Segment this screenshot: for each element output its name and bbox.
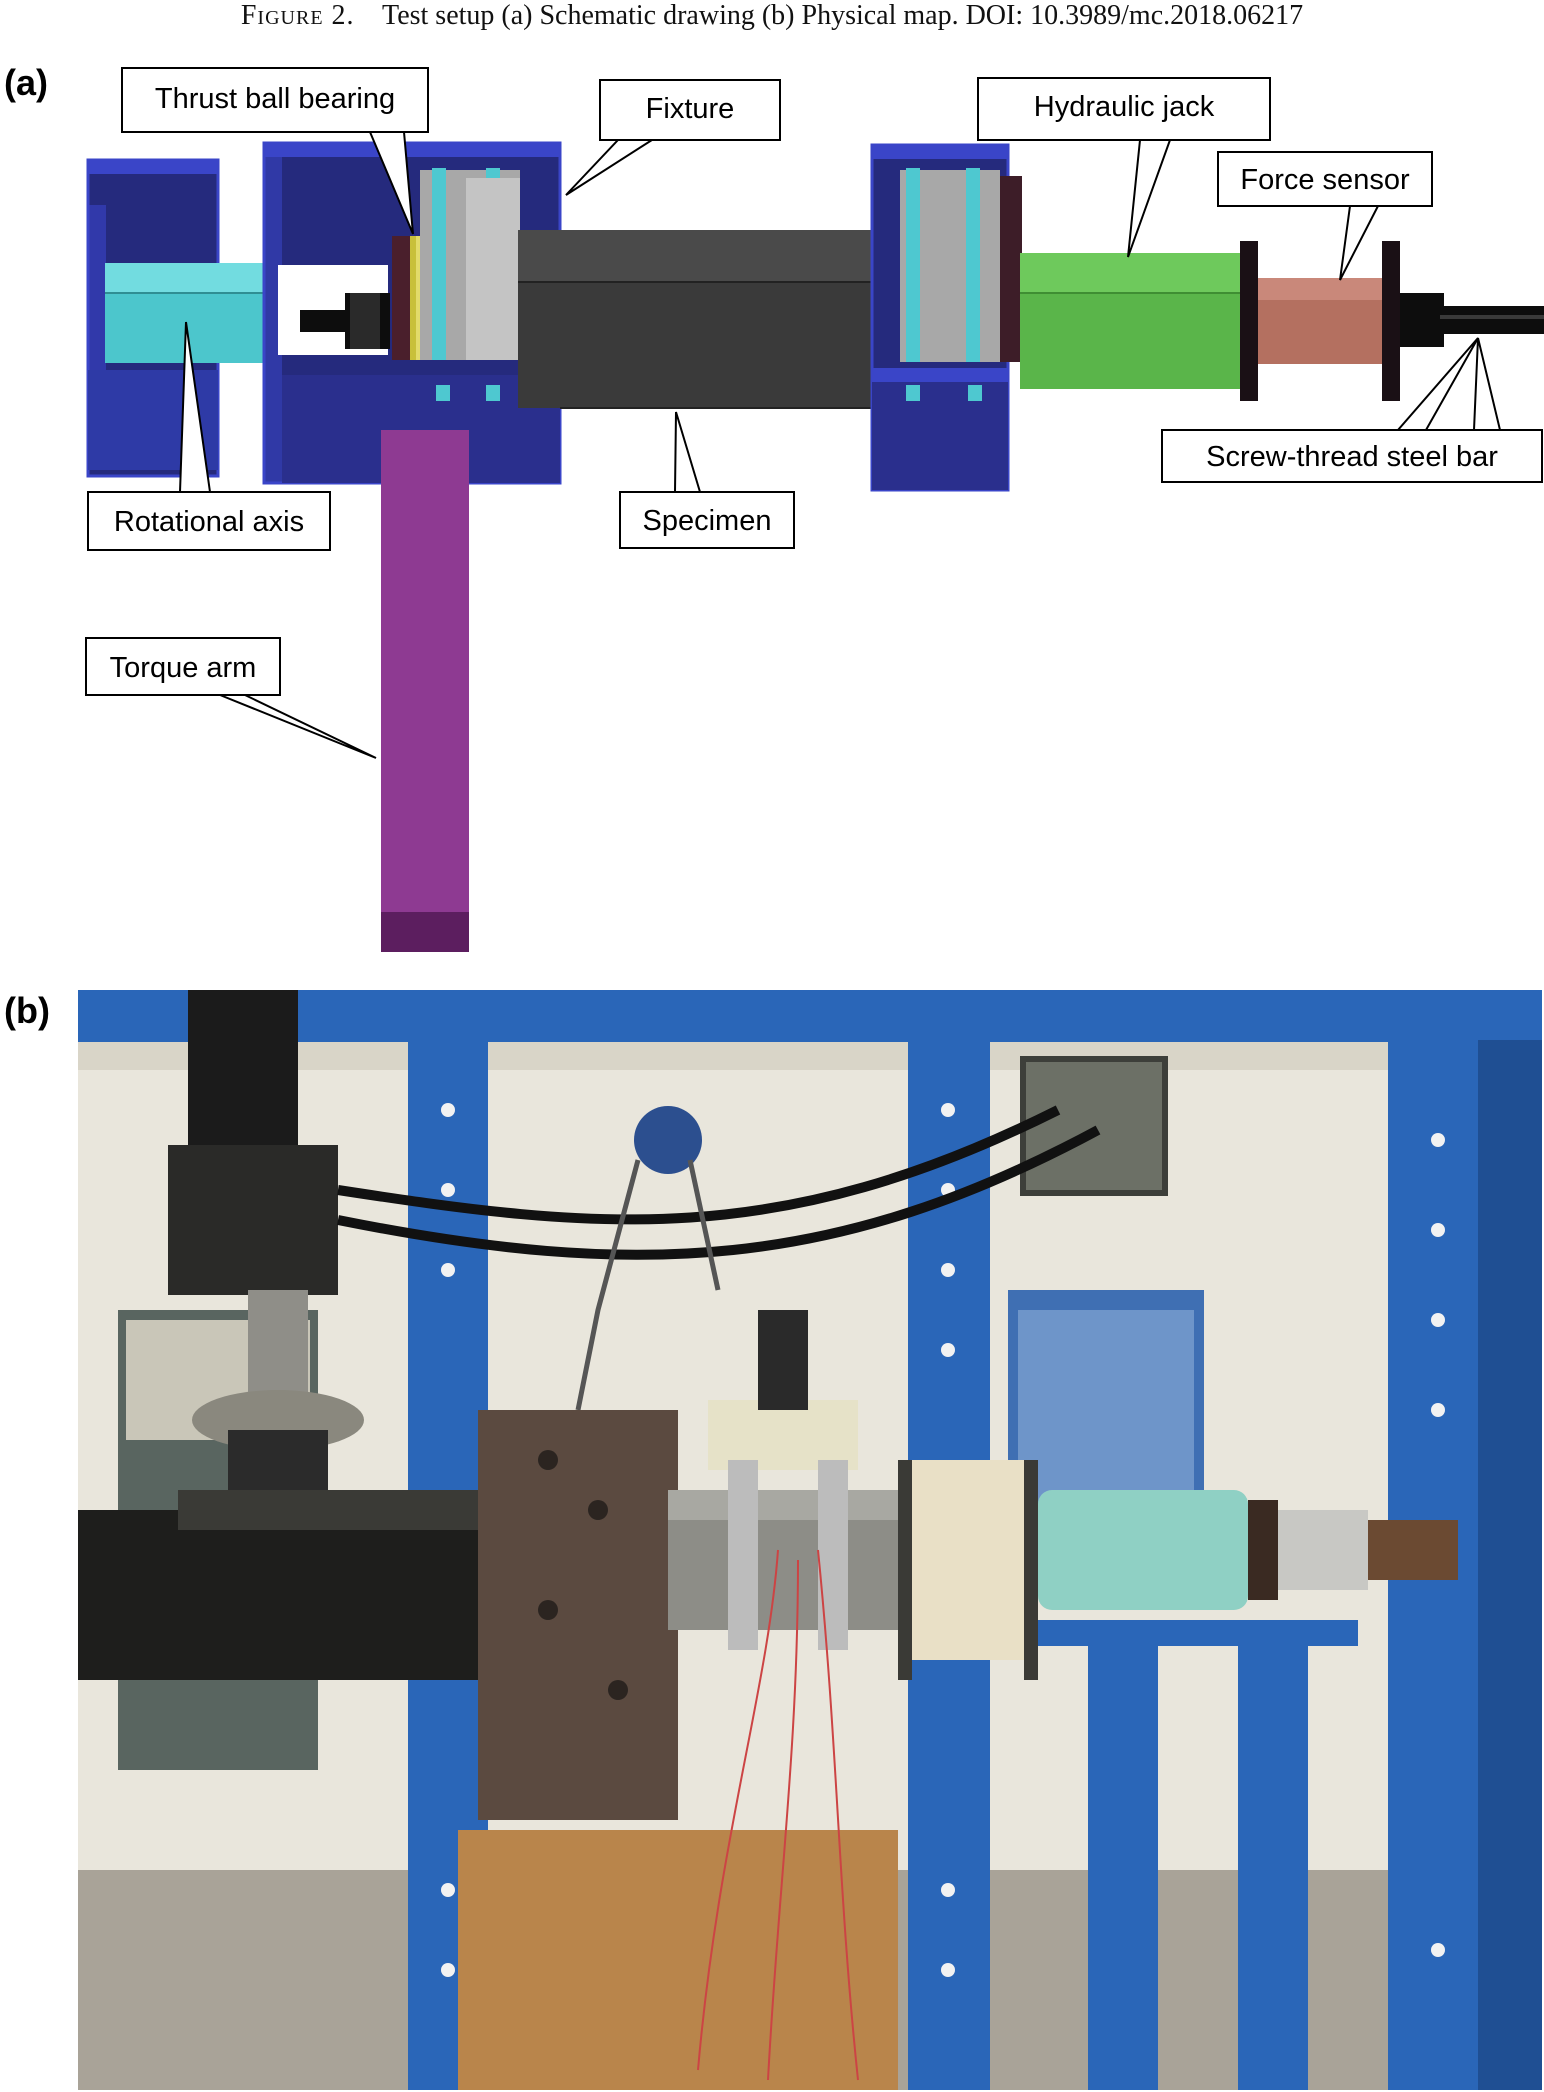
panel-a-label: (a)	[4, 62, 48, 103]
wooden-base	[458, 1830, 898, 2090]
screw-thread-steel-bar	[1400, 293, 1544, 347]
caption-text: Test setup (a) Schematic drawing (b) Phy…	[382, 0, 1304, 31]
right-clamp-photo	[898, 1460, 1038, 1680]
figure-caption: Figure 2. Test setup (a) Schematic drawi…	[0, 0, 1544, 40]
callout-rotational-axis-text: Rotational axis	[114, 506, 304, 538]
callout-hydraulic-jack: Hydraulic jack	[977, 77, 1271, 141]
callout-pointers	[178, 131, 1502, 759]
callout-torque-arm-text: Torque arm	[110, 652, 257, 684]
callout-hydraulic-jack-text: Hydraulic jack	[1034, 91, 1215, 123]
left-clamp-bolts	[436, 385, 500, 401]
hydraulic-hoses	[337, 1105, 1101, 1260]
jack-support-stand	[1038, 1620, 1358, 2090]
chain-hoist	[575, 1106, 721, 1411]
force-sensor-body	[1258, 278, 1384, 364]
callout-thrust-ball-bearing: Thrust ball bearing	[121, 67, 429, 133]
callout-torque-arm: Torque arm	[85, 637, 281, 696]
vertical-actuator	[168, 990, 364, 1500]
panel-b-label: (b)	[4, 990, 50, 1031]
callout-force-sensor: Force sensor	[1217, 151, 1433, 207]
right-clamp-bolts	[906, 385, 982, 401]
callout-fixture: Fixture	[599, 79, 781, 141]
hydraulic-jack-body	[1020, 253, 1244, 389]
strain-gauge-wires	[697, 1549, 859, 2081]
callout-force-sensor-text: Force sensor	[1240, 164, 1410, 196]
column-holes	[441, 1103, 1445, 1977]
callout-fixture-text: Fixture	[646, 93, 735, 125]
callout-specimen-text: Specimen	[643, 505, 772, 537]
top-beam	[78, 990, 1542, 1042]
left-threaded-rod	[300, 293, 390, 349]
callout-screw-thread-steel-bar: Screw-thread steel bar	[1161, 429, 1543, 483]
specimen-tube	[518, 230, 884, 409]
jack-cylinder-photo	[1038, 1490, 1458, 1610]
load-cell-block	[708, 1310, 858, 1650]
physical-test-photo	[78, 990, 1542, 2090]
left-clamp-plate	[420, 168, 520, 360]
torque-arm	[381, 430, 469, 952]
figure-number: Figure 2.	[240, 0, 355, 31]
callout-specimen: Specimen	[619, 491, 795, 549]
jack-end-plate	[1240, 241, 1258, 401]
callout-rotational-axis: Rotational axis	[87, 491, 331, 551]
right-clamp-plate	[900, 168, 1022, 362]
schematic-drawing: Thrust ball bearing Fixture Hydraulic ja…	[85, 67, 1544, 952]
callout-screw-thread-steel-bar-text: Screw-thread steel bar	[1206, 441, 1498, 473]
fixture-plate	[478, 1410, 678, 1820]
callout-thrust-ball-bearing-text: Thrust ball bearing	[155, 83, 395, 115]
sensor-end-plate	[1382, 241, 1400, 401]
